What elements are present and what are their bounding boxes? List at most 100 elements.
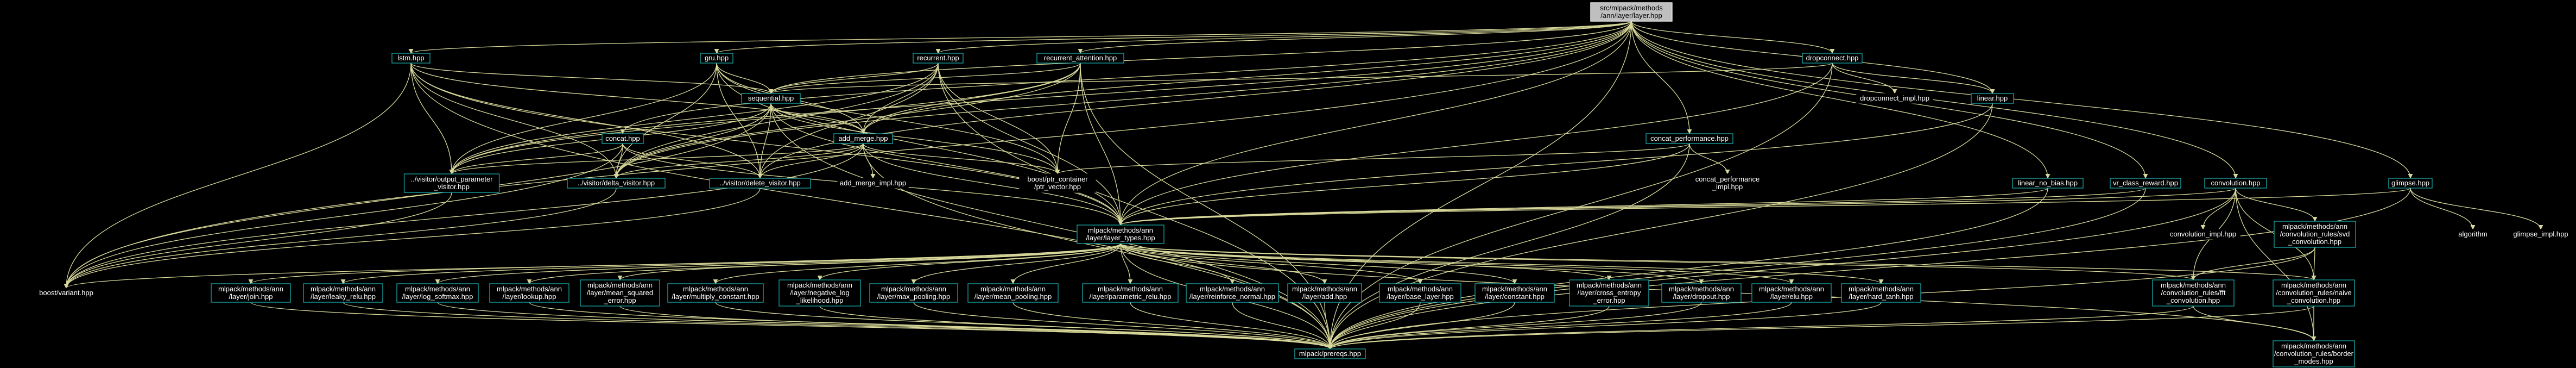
- node-label: _impl.hpp: [1712, 183, 1743, 191]
- node-label: algorithm: [2458, 230, 2487, 238]
- node-dropconnect[interactable]: dropconnect.hpp: [1802, 53, 1863, 64]
- edge-layertypes-to-logsoftmax: [435, 243, 1121, 284]
- node-label: /layer/hard_tanh.hpp: [1849, 292, 1913, 301]
- node-multconst[interactable]: mlpack/methods/ann/layer/multiply_consta…: [667, 283, 764, 303]
- edge-root-to-concat: [620, 21, 1632, 134]
- node-label: /layer/lookup.hpp: [502, 292, 556, 301]
- node-lookup[interactable]: mlpack/methods/ann/layer/lookup.hpp: [489, 283, 569, 303]
- node-box: [1186, 283, 1279, 303]
- edge-lstm-to-variant: [64, 63, 412, 289]
- node-outvis[interactable]: ../visitor/output_parameter_visitor.hpp: [403, 173, 500, 193]
- node-reinforce[interactable]: mlpack/methods/ann/layer/reinforce_norma…: [1186, 283, 1279, 303]
- node-label: mlpack/methods/ann: [1759, 285, 1824, 293]
- edge-lstm-to-deltavis: [410, 63, 619, 179]
- node-label: mlpack/methods/ann: [1849, 285, 1914, 293]
- node-label: mlpack/methods/ann: [218, 285, 283, 293]
- node-glimpse[interactable]: glimpse.hpp: [2388, 178, 2433, 189]
- node-sequential[interactable]: sequential.hpp: [741, 93, 801, 104]
- node-linearnobias[interactable]: linear_no_bias.hpp: [2012, 178, 2084, 189]
- edge-dropconnect-to-dcimpl: [1832, 63, 1897, 94]
- node-hardtanh[interactable]: mlpack/methods/ann/layer/hard_tanh.hpp: [1841, 283, 1921, 303]
- node-maxpool[interactable]: mlpack/methods/ann/layer/max_pooling.hpp: [869, 283, 958, 303]
- edge-leakyrelu-to-prereqs: [343, 302, 1333, 350]
- node-label: /convolution_rules/fft: [2161, 289, 2226, 297]
- node-fftconv[interactable]: mlpack/methods/ann/convolution_rules/fft…: [2152, 279, 2235, 307]
- node-label: /layer/join.hpp: [229, 292, 273, 301]
- node-label: /convolution_rules/svd: [2280, 230, 2350, 238]
- node-crossent[interactable]: mlpack/methods/ann/layer/cross_entropy_e…: [1569, 279, 1649, 307]
- node-recurrent[interactable]: recurrent.hpp: [913, 53, 964, 64]
- node-layer: src/mlpack/methods/ann/layer/layer.hpp ls…: [33, 2, 2573, 367]
- node-mse[interactable]: mlpack/methods/ann/layer/mean_squared_er…: [580, 279, 660, 307]
- node-label: mlpack/methods/ann: [683, 285, 748, 293]
- node-addmerge[interactable]: add_merge.hpp: [833, 133, 893, 144]
- node-svdconv[interactable]: mlpack/methods/ann/convolution_rules/svd…: [2274, 221, 2356, 248]
- node-box: [1856, 93, 1933, 104]
- edge-sequential-to-boostptr: [770, 103, 1060, 174]
- node-box: [2273, 279, 2355, 307]
- node-box: [967, 283, 1059, 303]
- edge-concat-to-deletevis: [622, 143, 763, 179]
- node-vrclass[interactable]: vr_class_reward.hpp: [2110, 178, 2181, 189]
- node-box: [1287, 283, 1362, 303]
- node-box: [580, 279, 660, 307]
- edge-maxpool-to-prereqs: [913, 302, 1333, 350]
- node-base[interactable]: mlpack/methods/ann/layer/base_layer.hpp: [1379, 283, 1461, 303]
- node-deltavis[interactable]: ../visitor/delta_visitor.hpp: [567, 178, 666, 189]
- edge-layertypes-to-fftconv: [1120, 243, 2196, 280]
- edge-glimpse-to-algorithm: [2410, 188, 2476, 230]
- node-label: mlpack/methods/ann: [2161, 281, 2226, 289]
- node-concatperf[interactable]: concat_performance.hpp: [1645, 133, 1733, 144]
- node-linear[interactable]: linear.hpp: [1971, 93, 2014, 104]
- node-join[interactable]: mlpack/methods/ann/layer/join.hpp: [211, 283, 291, 303]
- node-box: [403, 173, 500, 193]
- node-label: /layer/parametric_relu.hpp: [1089, 292, 1171, 301]
- node-label: /layer/mean_pooling.hpp: [974, 292, 1052, 301]
- node-leakyrelu[interactable]: mlpack/methods/ann/layer/leaky_relu.hpp: [303, 283, 383, 303]
- edge-layertypes-to-maxpool: [911, 243, 1121, 284]
- node-add[interactable]: mlpack/methods/ann/layer/add.hpp: [1287, 283, 1362, 303]
- node-constant[interactable]: mlpack/methods/ann/layer/constant.hpp: [1474, 283, 1555, 303]
- node-gru[interactable]: gru.hpp: [700, 53, 733, 64]
- node-meanpool[interactable]: mlpack/methods/ann/layer/mean_pooling.hp…: [967, 283, 1059, 303]
- node-layertypes[interactable]: mlpack/methods/ann/layer/layer_types.hpp: [1077, 224, 1164, 244]
- edge-layertypes-to-add: [1120, 243, 1327, 284]
- node-prereqs[interactable]: mlpack/prereqs.hpp: [1294, 348, 1366, 359]
- node-deletevis[interactable]: ../visitor/delete_visitor.hpp: [709, 178, 811, 189]
- node-recatt[interactable]: recurrent_attention.hpp: [1036, 53, 1124, 64]
- node-concat[interactable]: concat.hpp: [602, 133, 644, 144]
- edge-concatperf-to-prereqs: [1327, 143, 1690, 350]
- edge-addmerge-to-outvis: [449, 143, 864, 174]
- node-prelu[interactable]: mlpack/methods/ann/layer/parametric_relu…: [1082, 283, 1179, 303]
- edge-lstm-to-addmerge: [410, 63, 866, 134]
- edge-root-to-outvis: [449, 21, 1632, 174]
- edge-constant-to-prereqs: [1327, 302, 1515, 350]
- node-convolution[interactable]: convolution.hpp: [2204, 178, 2267, 189]
- node-glimpseimpl: glimpse_impl.hpp: [2509, 229, 2573, 240]
- edge-logsoftmax-to-prereqs: [437, 302, 1333, 350]
- node-dropout[interactable]: mlpack/methods/ann/layer/dropout.hpp: [1661, 283, 1742, 303]
- edge-root-to-deltavis: [613, 21, 1632, 179]
- node-lstm[interactable]: lstm.hpp: [391, 53, 431, 64]
- node-label: /ptr_vector.hpp: [1034, 183, 1081, 191]
- node-logsoftmax[interactable]: mlpack/methods/ann/layer/log_softmax.hpp: [396, 283, 479, 303]
- edge-addmerge-to-deletevis: [757, 143, 864, 179]
- edge-convolution-to-convimpl: [2200, 188, 2236, 230]
- node-elu[interactable]: mlpack/methods/ann/layer/elu.hpp: [1751, 283, 1832, 303]
- node-concatperfimpl: concat_performance_impl.hpp: [1689, 173, 1766, 193]
- node-border[interactable]: mlpack/methods/ann/convolution_rules/bor…: [2273, 340, 2355, 367]
- node-nll[interactable]: mlpack/methods/ann/layer/negative_log_li…: [779, 279, 861, 307]
- node-naiveconv[interactable]: mlpack/methods/ann/convolution_rules/nai…: [2273, 279, 2355, 307]
- node-box: [2012, 178, 2084, 189]
- edge-concat-to-outvis: [449, 143, 623, 174]
- edge-layertypes-to-prelu: [1120, 243, 1133, 284]
- edge-convolution-to-svdconv: [2235, 188, 2318, 222]
- node-root[interactable]: src/mlpack/methods/ann/layer/layer.hpp: [1590, 2, 1673, 22]
- node-label: /layer/elu.hpp: [1770, 292, 1813, 301]
- node-box: [489, 283, 569, 303]
- node-box: [1751, 283, 1832, 303]
- node-label: src/mlpack/methods: [1600, 4, 1663, 12]
- node-box: [2509, 229, 2573, 240]
- node-box: [779, 279, 861, 307]
